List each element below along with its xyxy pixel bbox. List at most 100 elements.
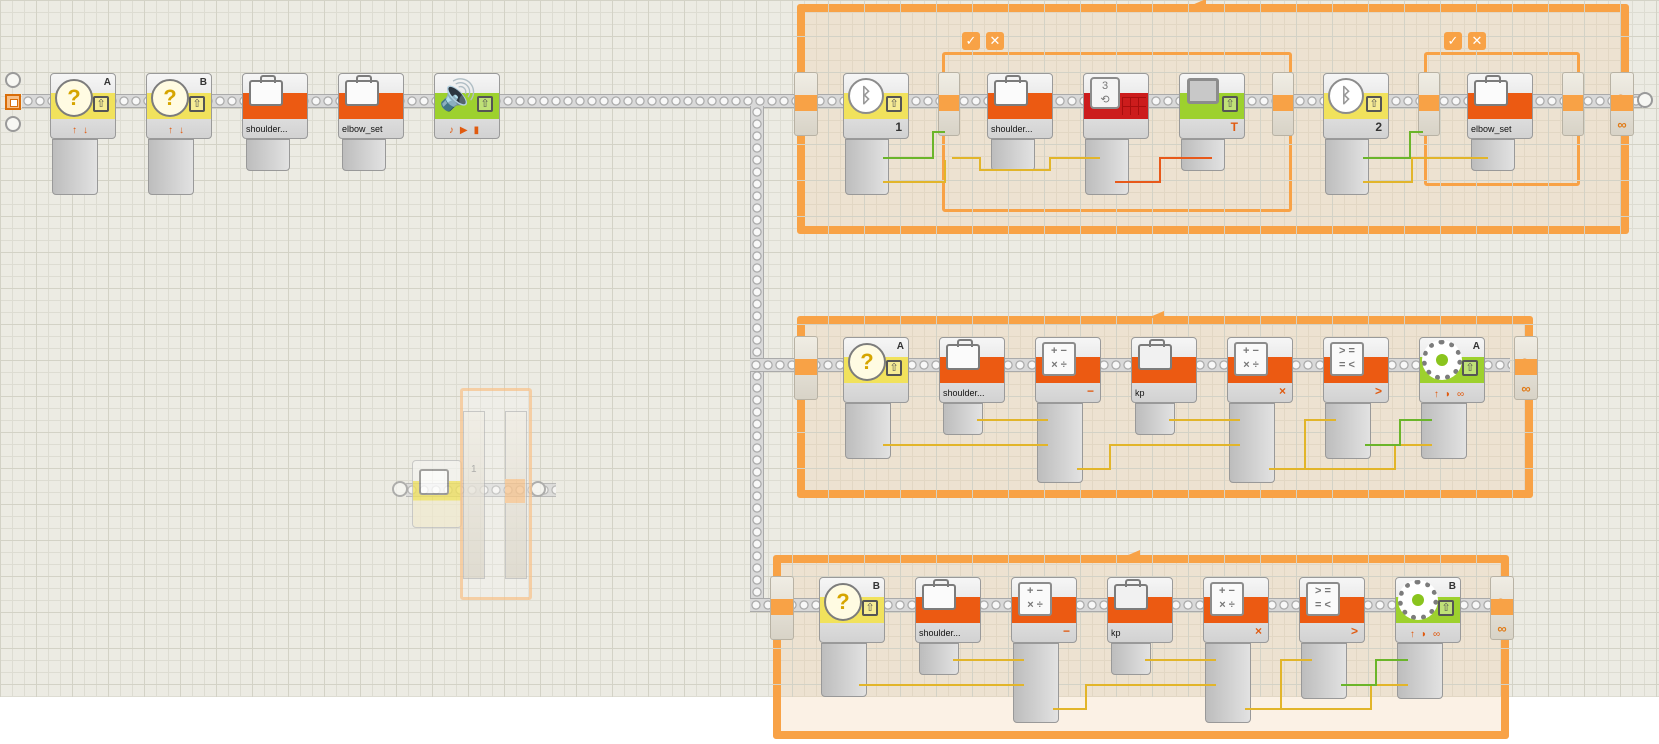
data-hub[interactable] xyxy=(1325,139,1369,195)
number-to-text-block[interactable]: 3⟲ xyxy=(1083,73,1149,139)
switch-start-cap[interactable] xyxy=(938,72,960,136)
number-to-text-icon: 3⟲ xyxy=(1090,77,1120,109)
switch-end-cap[interactable] xyxy=(1272,72,1294,136)
compare-block[interactable]: > == < > xyxy=(1299,577,1365,643)
rotation-sensor-block-b[interactable]: ? B ⇧ xyxy=(819,577,885,643)
variable-block-kp[interactable]: kp xyxy=(1131,337,1197,403)
upload-icon: ⇧ xyxy=(93,96,109,112)
math-block-subtract[interactable]: + −× ÷ − xyxy=(1011,577,1077,643)
bluetooth-receive-block-2[interactable]: ᛒ ⇧ 2 xyxy=(1323,73,1389,139)
variable-block-shoulder[interactable]: shoulder... xyxy=(915,577,981,643)
data-hub[interactable] xyxy=(1085,139,1129,195)
suitcase-variable-icon xyxy=(1474,75,1508,106)
data-hub[interactable] xyxy=(148,139,194,195)
orphan-bluetooth-block[interactable] xyxy=(412,460,462,528)
data-hub[interactable] xyxy=(1111,643,1151,675)
math-block-multiply[interactable]: + −× ÷ × xyxy=(1227,337,1293,403)
math-icon: + −× ÷ xyxy=(1234,342,1268,376)
loop-icon: ⟳ xyxy=(1518,355,1534,374)
bluetooth-receive-icon: ᛒ xyxy=(848,78,884,114)
variable-block-elbow[interactable]: elbow_set xyxy=(1467,73,1533,139)
switch-end-cap[interactable] xyxy=(1562,72,1584,136)
data-hub[interactable] xyxy=(1037,403,1083,483)
loop-start-cap[interactable] xyxy=(794,336,818,400)
loop-end-cap[interactable]: ⟳ ∞ xyxy=(1514,336,1538,400)
upload-icon: ⇧ xyxy=(1366,96,1382,112)
lock-variable-icon xyxy=(1138,339,1172,370)
loop-start-cap[interactable] xyxy=(794,72,818,136)
lock-variable-icon xyxy=(1114,579,1148,610)
motor-block-b[interactable]: B ⇧ ↑◗∞ xyxy=(1395,577,1461,643)
data-hub[interactable] xyxy=(845,403,891,459)
data-hub[interactable] xyxy=(1205,643,1251,723)
display-block[interactable]: ⇧ T xyxy=(1179,73,1245,139)
compare-block[interactable]: > == < > xyxy=(1323,337,1389,403)
upload-icon: ⇧ xyxy=(1222,96,1238,112)
start-point-ring[interactable] xyxy=(5,116,21,132)
suitcase-variable-icon xyxy=(922,579,956,610)
data-hub[interactable] xyxy=(342,139,386,171)
display-icon xyxy=(1187,78,1219,104)
switch-tab-true[interactable]: ✓ xyxy=(1444,32,1462,50)
loop-direction-arrow xyxy=(1126,550,1140,562)
math-block-subtract[interactable]: + −× ÷ − xyxy=(1035,337,1101,403)
variable-block-shoulder[interactable]: shoulder... xyxy=(242,73,308,139)
variable-block-shoulder[interactable]: shoulder... xyxy=(939,337,1005,403)
data-hub[interactable] xyxy=(1135,403,1175,435)
start-point-selected[interactable] xyxy=(5,94,21,110)
data-hub[interactable] xyxy=(1421,403,1467,459)
start-point-ring[interactable] xyxy=(5,72,21,88)
upload-icon: ⇧ xyxy=(1438,600,1454,616)
loop-start-cap[interactable] xyxy=(770,576,794,640)
math-block-multiply[interactable]: + −× ÷ × xyxy=(1203,577,1269,643)
rotation-sensor-block-a[interactable]: ? A ⇧ ↑↓ xyxy=(50,73,116,139)
bluetooth-receive-block-1[interactable]: ᛒ ⇧ 1 xyxy=(843,73,909,139)
data-hub[interactable] xyxy=(991,139,1035,171)
switch-tab-false[interactable]: ✕ xyxy=(1468,32,1486,50)
suitcase-variable-icon xyxy=(946,339,980,370)
data-hub[interactable] xyxy=(1229,403,1275,483)
compare-icon: > == < xyxy=(1306,582,1340,616)
rotation-sensor-icon: ? xyxy=(151,79,189,117)
math-icon: + −× ÷ xyxy=(1018,582,1052,616)
bluetooth-send-icon xyxy=(419,469,449,495)
switch-start-cap[interactable] xyxy=(1418,72,1440,136)
orphan-switch-frame[interactable]: 1 xyxy=(460,388,532,600)
upload-icon: ⇧ xyxy=(862,600,878,616)
data-hub[interactable] xyxy=(821,643,867,697)
motor-gear-icon xyxy=(1398,580,1438,620)
data-hub[interactable] xyxy=(1325,403,1371,459)
data-hub[interactable] xyxy=(943,403,983,435)
data-hub[interactable] xyxy=(246,139,290,171)
motor-gear-icon xyxy=(1422,340,1462,380)
motor-block-a[interactable]: A ⇧ ↑◗∞ xyxy=(1419,337,1485,403)
data-hub[interactable] xyxy=(1471,139,1515,171)
rotation-sensor-block-b[interactable]: ? B ⇧ ↑↓ xyxy=(146,73,212,139)
loop-end-cap[interactable]: ⟳ ∞ xyxy=(1490,576,1514,640)
data-hub[interactable] xyxy=(1397,643,1443,699)
loop-direction-arrow xyxy=(1192,0,1206,11)
sound-block[interactable]: 🔊 ⇧ ♪▶▮ xyxy=(434,73,500,139)
speaker-icon: 🔊 xyxy=(439,79,477,112)
data-hub[interactable] xyxy=(919,643,959,675)
rotation-sensor-icon: ? xyxy=(848,343,886,381)
upload-icon: ⇧ xyxy=(1462,360,1478,376)
switch-tab-false[interactable]: ✕ xyxy=(986,32,1004,50)
sequence-end-ring[interactable] xyxy=(1637,92,1653,108)
variable-block-kp[interactable]: kp xyxy=(1107,577,1173,643)
suitcase-variable-icon xyxy=(249,75,283,106)
data-hub[interactable] xyxy=(1301,643,1347,699)
data-hub[interactable] xyxy=(1013,643,1059,723)
switch-tab-true[interactable]: ✓ xyxy=(962,32,980,50)
variable-block-elbow[interactable]: elbow_set xyxy=(338,73,404,139)
rotation-sensor-block-a[interactable]: ? A ⇧ xyxy=(843,337,909,403)
loop-end-cap[interactable]: ⟳ ∞ xyxy=(1610,72,1634,136)
loop-direction-arrow xyxy=(1150,311,1164,323)
data-hub[interactable] xyxy=(52,139,98,195)
data-hub[interactable] xyxy=(845,139,889,195)
upload-icon: ⇧ xyxy=(886,96,902,112)
variable-block-shoulder[interactable]: shoulder... xyxy=(987,73,1053,139)
data-hub[interactable] xyxy=(1181,139,1225,171)
suitcase-variable-icon xyxy=(994,75,1028,106)
